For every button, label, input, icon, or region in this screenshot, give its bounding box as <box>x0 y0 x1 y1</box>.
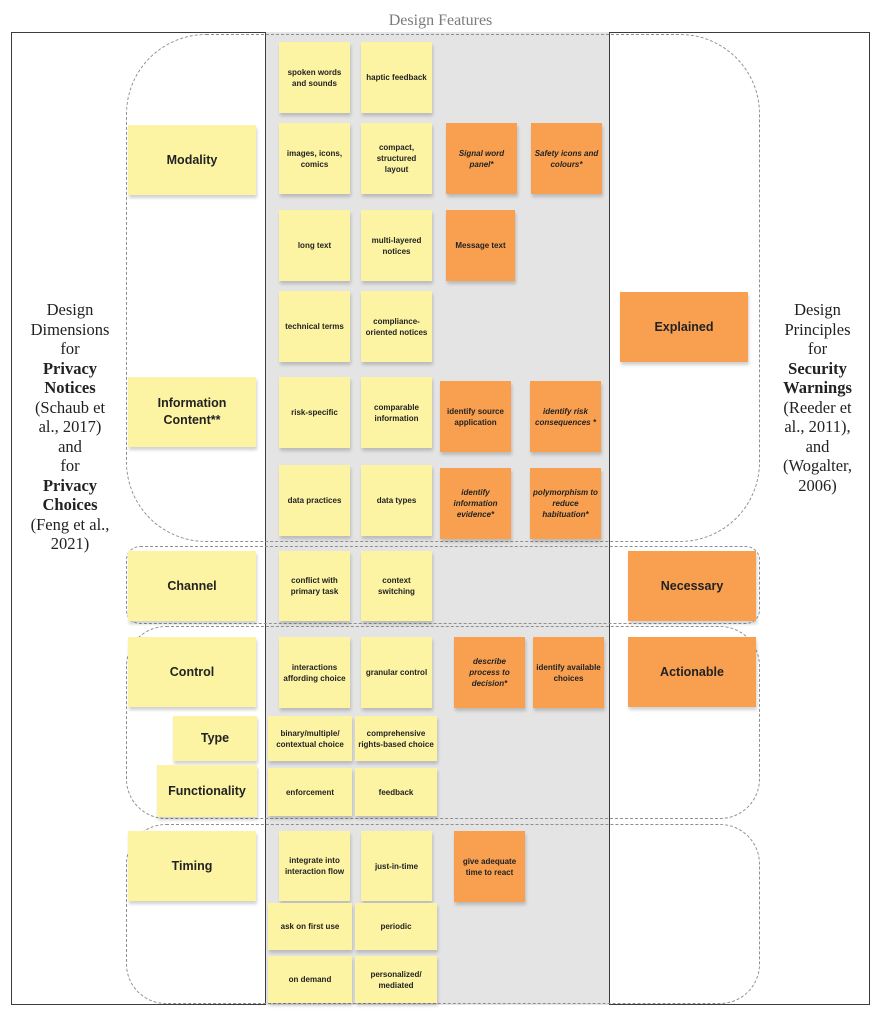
feature-just-in-time: just-in-time <box>361 831 432 901</box>
label-bold: Warnings <box>783 378 852 397</box>
feature-binary-multiple-choice: binary/multiple/ contextual choice <box>268 716 352 761</box>
principle-necessary: Necessary <box>628 551 756 621</box>
feature-on-demand: on demand <box>268 956 352 1003</box>
label-bold: Notices <box>44 378 96 397</box>
feature-multi-layered: multi-layered notices <box>361 210 432 281</box>
label-line: Design <box>46 300 94 319</box>
security-adequate-time: give adequate time to react <box>454 831 525 902</box>
feature-images-icons: images, icons, comics <box>279 123 350 194</box>
dimension-functionality: Functionality <box>157 765 257 817</box>
diagram-title: Design Features <box>388 12 493 29</box>
feature-comparable-information: comparable information <box>361 377 432 448</box>
security-safety-icons: Safety icons and colours* <box>531 123 602 194</box>
feature-compliance-oriented: compliance-oriented notices <box>361 291 432 362</box>
feature-granular-control: granular control <box>361 637 432 708</box>
dimension-channel: Channel <box>128 551 256 621</box>
label-line: and <box>58 436 82 456</box>
feature-integrate-flow: integrate into interaction flow <box>279 831 350 901</box>
feature-periodic: periodic <box>355 903 437 950</box>
label-citation: al., 2017) <box>38 417 102 436</box>
security-principles-label: Design Principles for Security Warnings … <box>770 300 865 495</box>
feature-enforcement: enforcement <box>268 768 352 816</box>
label-bold: Choices <box>42 495 98 514</box>
principle-explained: Explained <box>620 292 748 362</box>
label-citation: (Schaub et <box>34 397 106 417</box>
privacy-dimensions-label: Design Dimensions for Privacy Notices (S… <box>15 300 125 554</box>
security-information-evidence: identify information evidence* <box>440 468 511 539</box>
security-message-text: Message text <box>446 210 515 281</box>
security-signal-word-panel: Signal word panel* <box>446 123 517 194</box>
label-citation: al., 2011), <box>784 417 851 436</box>
feature-spoken-words: spoken words and sounds <box>279 42 350 113</box>
dimension-timing: Timing <box>128 831 256 901</box>
principle-actionable: Actionable <box>628 637 756 707</box>
group-channel-outline <box>126 546 760 624</box>
feature-data-practices: data practices <box>279 465 350 536</box>
feature-context-switching: context switching <box>361 551 432 621</box>
feature-ask-first-use: ask on first use <box>268 903 352 950</box>
feature-feedback: feedback <box>355 768 437 816</box>
group-control-outline <box>126 626 760 819</box>
label-line: for <box>60 456 80 475</box>
dimension-type: Type <box>173 716 257 761</box>
feature-haptic-feedback: haptic feedback <box>361 42 432 113</box>
label-line: for <box>807 339 828 358</box>
label-line: Dimensions <box>30 319 110 339</box>
security-describe-process: describe process to decision* <box>454 637 525 708</box>
label-line: Principles <box>784 319 851 339</box>
label-citation: and <box>805 436 830 456</box>
feature-technical-terms: technical terms <box>279 291 350 362</box>
feature-personalized-mediated: personalized/ mediated <box>355 956 437 1003</box>
label-citation: 2021) <box>50 534 90 553</box>
label-citation: (Reeder et <box>783 397 852 417</box>
label-line: Design <box>794 300 841 319</box>
dimension-modality: Modality <box>128 125 256 195</box>
feature-comprehensive-choice: comprehensive rights-based choice <box>355 716 437 761</box>
label-bold: Security <box>788 358 847 378</box>
feature-data-types: data types <box>361 465 432 536</box>
dimension-control: Control <box>128 637 256 707</box>
label-citation: 2006) <box>798 475 837 495</box>
group-timing-outline <box>126 824 760 1004</box>
feature-long-text: long text <box>279 210 350 281</box>
security-available-choices: identify available choices <box>533 637 604 708</box>
feature-compact-layout: compact, structured layout <box>361 123 432 194</box>
label-line: for <box>60 339 80 358</box>
dimension-information-content: Information Content** <box>128 377 256 447</box>
label-bold: Privacy <box>42 358 98 378</box>
security-polymorphism: polymorphism to reduce habituation* <box>530 468 601 539</box>
group-notice-outline <box>126 34 760 542</box>
label-bold: Privacy <box>42 475 98 495</box>
label-citation: (Wogalter, <box>782 456 853 475</box>
label-citation: (Feng et al., <box>30 514 110 534</box>
feature-risk-specific: risk-specific <box>279 377 350 448</box>
feature-conflict-primary-task: conflict with primary task <box>279 551 350 621</box>
security-risk-consequences: identify risk consequences * <box>530 381 601 452</box>
feature-interactions-choice: interactions affording choice <box>279 637 350 708</box>
security-identify-source-app: identify source application <box>440 381 511 452</box>
